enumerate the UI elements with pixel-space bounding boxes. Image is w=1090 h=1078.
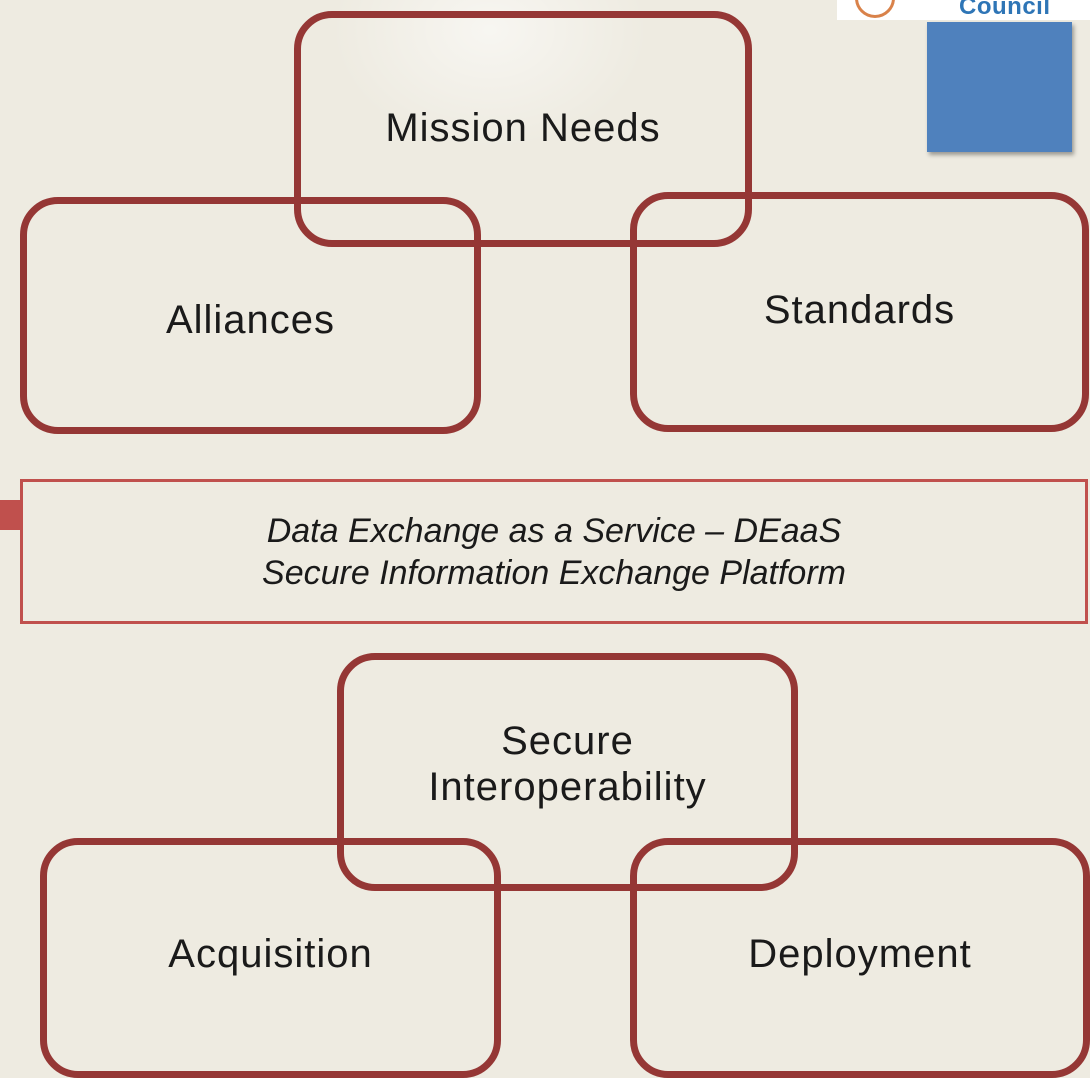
alliances-box: Alliances <box>20 197 481 434</box>
council-logo: Council <box>837 0 1090 20</box>
mission-needs-box: Mission Needs <box>294 11 752 247</box>
secure-interoperability-box: Secure Interoperability <box>337 653 798 891</box>
secure-interoperability-label: Secure Interoperability <box>428 719 707 809</box>
alliances-label: Alliances <box>165 297 336 342</box>
logo-mark-icon <box>855 0 895 18</box>
standards-label: Standards <box>763 288 956 332</box>
banner-line-1: Data Exchange as a Service – DEaaS <box>266 511 842 550</box>
platform-banner: Data Exchange as a Service – DEaaS Secur… <box>20 479 1088 624</box>
standards-box: Standards <box>630 192 1089 432</box>
banner-line-2: Secure Information Exchange Platform <box>262 553 846 592</box>
accent-square <box>927 22 1072 152</box>
deployment-label: Deployment <box>748 932 972 976</box>
acquisition-box: Acquisition <box>40 838 501 1078</box>
logo-wordmark: Council <box>959 0 1051 20</box>
deployment-box: Deployment <box>630 838 1090 1078</box>
acquisition-label: Acquisition <box>168 932 373 976</box>
accent-tab <box>0 500 20 530</box>
mission-needs-label: Mission Needs <box>385 106 661 150</box>
